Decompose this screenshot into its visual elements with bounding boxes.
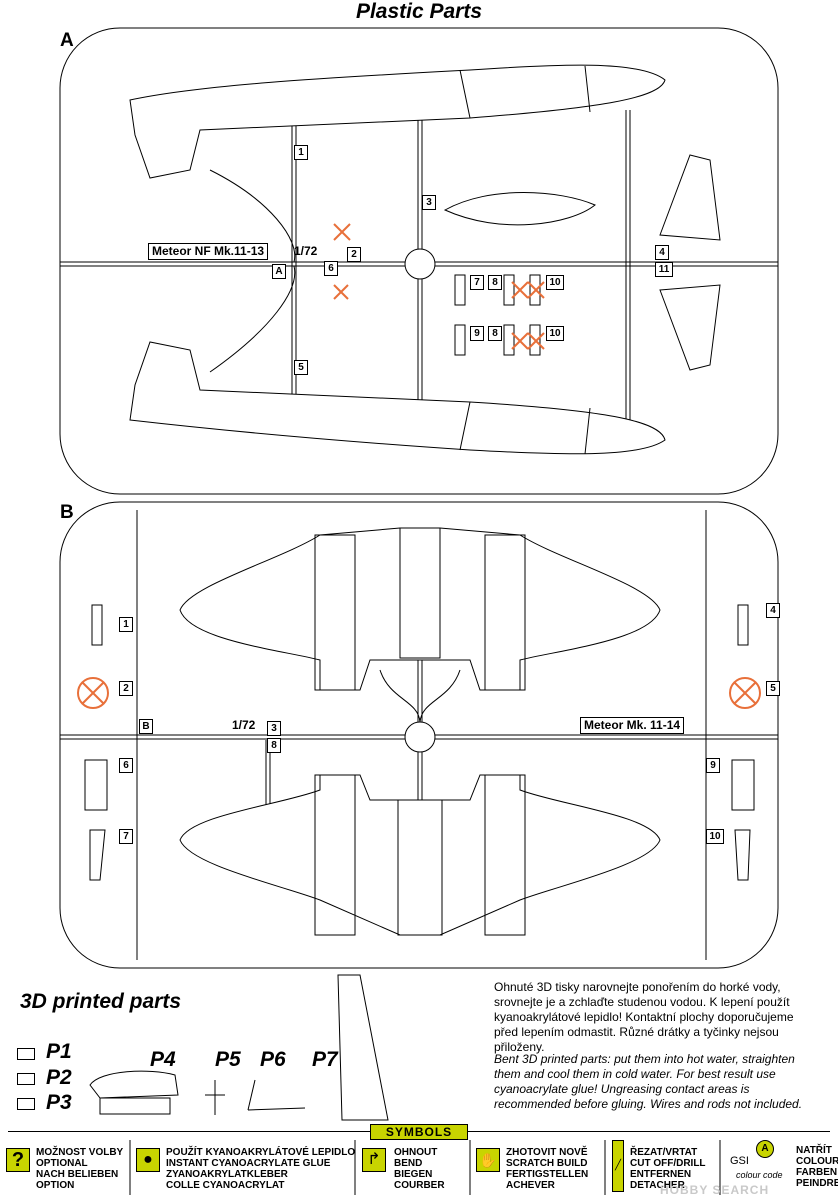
part-rudder-upper	[659, 154, 721, 241]
printed-parts-title: 3D printed parts	[20, 990, 182, 1013]
symbol-cut-text: ŘEZAT/VRTAT CUT OFF/DRILL ENTFERNEN DETA…	[630, 1147, 706, 1191]
label-p5: P5	[215, 1048, 241, 1071]
part-rudder-lower	[659, 284, 721, 371]
symbol-scratch-text: ZHOTOVIT NOVĚ SCRATCH BUILD FERTIGSTELLE…	[506, 1147, 589, 1191]
label-p6: P6	[260, 1048, 286, 1071]
sprue-a-scale: 1/72	[294, 244, 318, 258]
part-number: 8	[488, 275, 502, 290]
part-drop-tank	[443, 192, 596, 226]
sprue-a-gate	[404, 248, 436, 280]
gsi-label: GSI	[730, 1155, 749, 1167]
sprue-a-frame	[59, 27, 779, 495]
p3-icon	[17, 1098, 35, 1110]
part-number: 10	[546, 275, 564, 290]
part-number: 2	[119, 681, 133, 696]
symbol-colour-text: NATŘÍT COLOUR FARBEN PEINDRE	[796, 1145, 838, 1189]
part-number: 1	[294, 145, 308, 160]
part-number: 3	[267, 721, 281, 736]
symbol-glue-text: POUŽÍT KYANOAKRYLÁTOVÉ LEPIDLO INSTANT C…	[166, 1147, 356, 1191]
colour-code-label: colour code	[736, 1170, 783, 1180]
part-number: 3	[422, 195, 436, 210]
part-number: 8	[488, 326, 502, 341]
part-p4	[89, 1070, 179, 1099]
part-wing-upper	[179, 527, 661, 691]
bend-arrow-icon: ↱	[362, 1148, 386, 1172]
cut-icon: ╱	[612, 1140, 624, 1192]
part-number: 10	[706, 829, 724, 844]
part-p6	[247, 1079, 256, 1111]
label-p3: P3	[46, 1091, 72, 1114]
sprue-b-label: Meteor Mk. 11-14	[580, 717, 685, 734]
part-number: 5	[766, 681, 780, 696]
part-number: 6	[119, 758, 133, 773]
part-number: 6	[324, 261, 338, 276]
symbol-optional-text: MOŽNOST VOLBY OPTIONAL NACH BELIEBEN OPT…	[36, 1147, 124, 1191]
note-english: Bent 3D printed parts: put them into hot…	[494, 1052, 803, 1111]
watermark: HOBBY SEARCH	[660, 1183, 770, 1197]
p1-icon	[17, 1048, 35, 1060]
part-number: 4	[655, 245, 669, 260]
hand-icon: ✋	[476, 1148, 500, 1172]
label-p4: P4	[150, 1048, 176, 1071]
part-wing-lower	[179, 774, 661, 936]
label-p1: P1	[46, 1040, 72, 1063]
part-number: 7	[119, 829, 133, 844]
part-number: 11	[655, 262, 673, 277]
part-number: 2	[347, 247, 361, 262]
sprue-b-letter: B	[60, 502, 74, 523]
sprue-a-label: Meteor NF Mk.11-13	[148, 243, 269, 260]
note-czech: Ohnuté 3D tisky narovnejte ponořením do …	[494, 980, 794, 1054]
p2-icon	[17, 1073, 35, 1085]
sprue-a-tag: A	[272, 264, 286, 279]
fuselage-right-half	[129, 341, 666, 455]
part-number: 7	[470, 275, 484, 290]
symbols-title: SYMBOLS	[370, 1124, 468, 1140]
sprue-b-tag: B	[139, 719, 153, 734]
part-number: 1	[119, 617, 133, 632]
part-number: 4	[766, 603, 780, 618]
part-number: 9	[706, 758, 720, 773]
part-number: 10	[546, 326, 564, 341]
part-number: 8	[267, 738, 281, 753]
glue-drop-icon: ●	[136, 1148, 160, 1172]
ejector-marks	[77, 223, 761, 709]
sprue-b-gate	[404, 721, 436, 753]
fuselage-left-half	[129, 64, 666, 179]
question-icon: ?	[6, 1148, 30, 1172]
symbol-bend-text: OHNOUT BEND BIEGEN COURBER	[394, 1147, 445, 1191]
label-p2: P2	[46, 1066, 72, 1089]
page-title: Plastic Parts	[355, 0, 483, 23]
part-p7	[337, 974, 389, 1121]
part-number: 9	[470, 326, 484, 341]
sprue-b-scale: 1/72	[232, 718, 256, 732]
part-number: 5	[294, 360, 308, 375]
paint-icon: A	[756, 1140, 774, 1158]
label-p7: P7	[312, 1048, 338, 1071]
sprue-a-letter: A	[60, 30, 74, 51]
